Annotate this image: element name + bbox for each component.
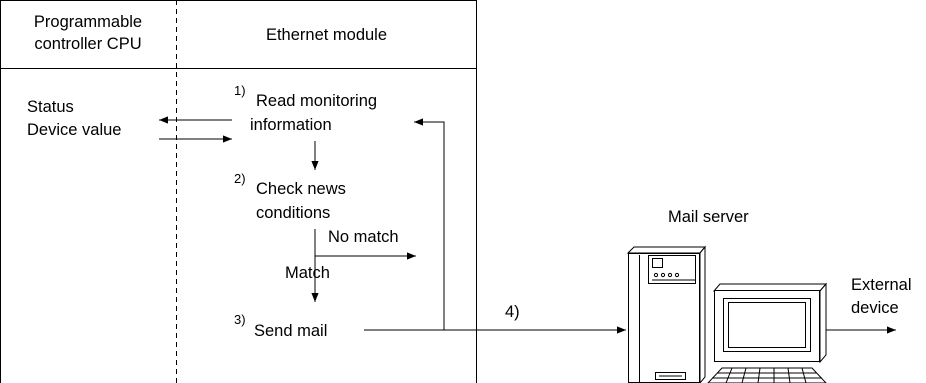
step-1-line2: information <box>250 116 332 134</box>
ethernet-lane-title: Ethernet module <box>265 26 388 44</box>
step-4-number: 4) <box>505 303 520 321</box>
step-2-line1: Check news <box>256 180 346 198</box>
mail-server-tower-icon <box>626 245 707 383</box>
step-3-line1: Send mail <box>254 322 328 340</box>
cpu-lane-title-line2: controller CPU <box>34 35 142 53</box>
no-match-label: No match <box>328 228 399 246</box>
mail-server-label: Mail server <box>668 208 749 226</box>
keyboard-icon <box>707 367 827 383</box>
cpu-lane-title-line1: Programmable <box>33 13 143 31</box>
loop-back-line <box>414 118 445 330</box>
step-2-number: 2) <box>234 171 246 186</box>
monitor-icon <box>712 282 828 364</box>
step-3-number: 3) <box>234 312 246 327</box>
status-label: Status <box>27 98 74 116</box>
device-value-label: Device value <box>27 121 122 139</box>
step-1-line1: Read monitoring <box>256 92 378 110</box>
cpu-lane-title: Programmable controller CPU <box>0 11 176 55</box>
match-label: Match <box>285 264 330 282</box>
external-device-line1: External <box>851 276 912 294</box>
step-2-line2: conditions <box>256 204 331 222</box>
step-1-number: 1) <box>234 83 246 98</box>
swimlane-frame <box>0 0 477 383</box>
external-device-line2: device <box>851 299 899 317</box>
